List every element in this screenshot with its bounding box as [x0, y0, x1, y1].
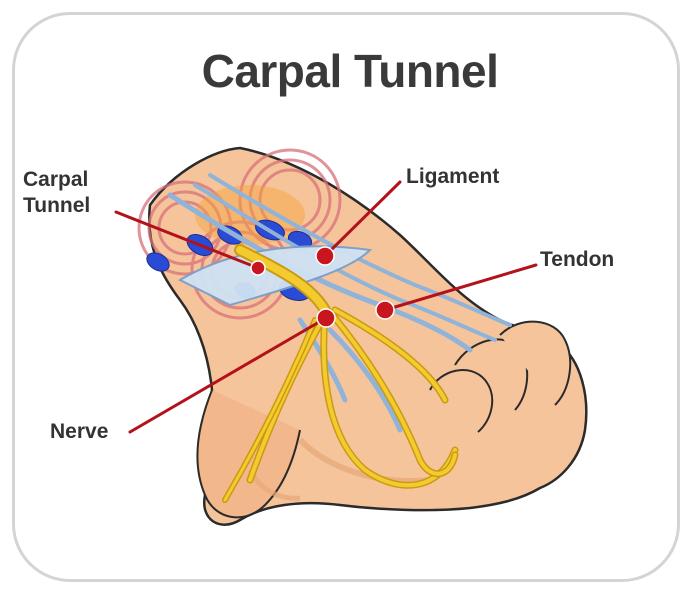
pointer-carpal-tunnel: [114, 210, 260, 270]
label-carpal-tunnel: Carpal Tunnel: [23, 167, 90, 219]
dot-nerve: [316, 308, 336, 328]
tendons: [167, 173, 512, 433]
dot-carpal-tunnel: [250, 260, 266, 276]
hand-shape: [147, 146, 588, 526]
pointer-tendon: [383, 263, 538, 312]
pointer-nerve: [128, 316, 328, 434]
label-tendon: Tendon: [540, 248, 615, 271]
median-nerve: [222, 244, 459, 503]
diagram-title: Carpal Tunnel: [201, 45, 499, 97]
pointers: [114, 180, 538, 434]
pointer-ligament: [323, 180, 402, 258]
label-ligament: Ligament: [406, 165, 500, 188]
dot-ligament: [315, 246, 335, 266]
label-carpal-line-1: Carpal: [23, 168, 89, 191]
dot-tendon: [375, 300, 395, 320]
label-carpal-line-2: Tunnel: [23, 194, 91, 217]
label-nerve: Nerve: [50, 420, 109, 443]
pointer-dots: [250, 246, 395, 328]
